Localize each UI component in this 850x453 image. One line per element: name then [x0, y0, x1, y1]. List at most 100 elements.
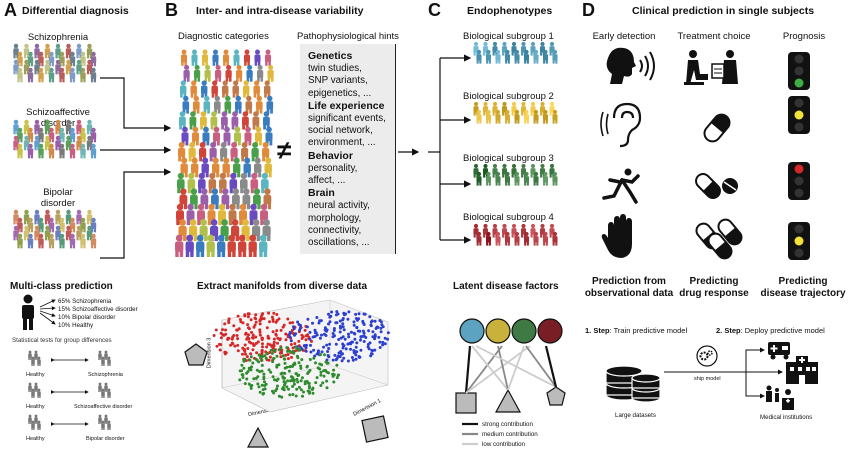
traffic-light-icon: [788, 96, 810, 134]
scatter-point: [373, 319, 377, 323]
person-figure: [34, 119, 40, 135]
b-to-c-arrows: [398, 54, 472, 244]
person-figure: [76, 119, 82, 135]
panel-b-title: Inter- and intra-disease variability: [196, 5, 364, 17]
scatter-point: [286, 353, 290, 356]
person-figure: [193, 64, 201, 82]
person-figure: [48, 67, 55, 83]
pill-capsule-icon: [703, 113, 731, 143]
scatter-point: [381, 340, 385, 344]
person-figure: [31, 420, 35, 430]
person-figure: [263, 80, 271, 98]
scatter-point: [304, 338, 308, 342]
person-figure: [259, 234, 268, 257]
scatter-point: [370, 352, 374, 356]
scatter-point: [270, 351, 274, 355]
scatter-point: [261, 392, 265, 396]
person-figure: [227, 234, 236, 257]
scatter-point: [378, 346, 382, 349]
medical-institutions-label: Medical institutions: [760, 414, 813, 421]
person-figure: [38, 51, 44, 67]
person-figure: [217, 234, 226, 257]
scatter-point: [313, 335, 317, 338]
scatter-point: [275, 313, 279, 316]
person-figure: [23, 209, 30, 225]
scatter-point: [288, 321, 292, 325]
scatter-point: [247, 337, 251, 341]
person-figure: [183, 64, 190, 82]
person-figure: [38, 217, 44, 233]
person-figure: [13, 225, 19, 241]
person-figure: [196, 234, 205, 257]
scatter-point: [324, 334, 328, 337]
person-figure: [104, 414, 108, 424]
person-figure: [179, 80, 187, 98]
scatter-point: [307, 384, 311, 388]
scatter-point: [347, 310, 351, 314]
person-icon: [22, 294, 34, 330]
scatter-point: [322, 374, 326, 378]
person-figure: [69, 143, 76, 159]
column-prognosis: Prognosis: [782, 31, 826, 42]
person-figure: [90, 217, 97, 233]
person-figure: [80, 127, 86, 143]
hospital-icon: [786, 356, 818, 384]
scatter-point: [229, 343, 233, 347]
scatter-point: [227, 321, 231, 325]
scatter-point: [265, 326, 269, 330]
scatter-point: [313, 328, 317, 332]
scatter-point: [331, 358, 335, 362]
scatter-point: [271, 357, 275, 361]
person-figure: [98, 350, 102, 360]
scatter-point: [361, 329, 365, 333]
scatter-point: [251, 336, 255, 340]
person-figure: [514, 49, 520, 64]
person-figure: [473, 101, 479, 116]
person-figure: [76, 43, 82, 59]
person-figure: [492, 163, 498, 178]
person-figure: [76, 209, 82, 225]
person-figure: [28, 382, 32, 392]
manifold-title: Extract manifolds from diverse data: [197, 281, 368, 292]
scatter-point: [349, 330, 353, 334]
person-figure: [98, 414, 102, 424]
person-figure: [90, 67, 97, 83]
person-figure: [107, 420, 111, 430]
person-figure: [59, 51, 65, 67]
scatter-point: [251, 348, 255, 352]
scatter-point: [326, 350, 330, 353]
scatter-point: [306, 317, 310, 321]
person-figure: [242, 80, 250, 98]
scatter-point: [341, 352, 344, 356]
scatter-point: [332, 368, 336, 372]
scatter-point: [305, 365, 309, 369]
scatter-point: [366, 345, 370, 349]
hint-item: oscillations, ...: [308, 237, 370, 249]
person-figure: [245, 95, 253, 114]
scatter-point: [383, 336, 387, 340]
scatter-point: [318, 367, 322, 371]
legend-low: low contribution: [482, 441, 525, 448]
probability-item: 10% Bipolar disorder: [58, 314, 116, 321]
scatter-point: [315, 376, 319, 380]
person-figure: [485, 109, 492, 124]
hint-item: SNP variants,: [308, 75, 368, 87]
person-figure: [233, 49, 240, 66]
person-figure: [34, 225, 40, 241]
scatter-point: [281, 354, 285, 358]
arrow-bipolar: [100, 168, 172, 259]
scatter-point: [219, 343, 223, 347]
scatter-point: [254, 357, 258, 361]
scatter-point: [381, 343, 385, 347]
scatter-point: [320, 350, 324, 354]
scatter-point: [284, 332, 288, 336]
person-figure: [264, 49, 272, 66]
person-figure: [44, 209, 51, 225]
person-figure: [254, 49, 261, 66]
scatter-point: [299, 388, 303, 392]
person-figure: [27, 51, 34, 67]
person-figure: [256, 64, 264, 82]
person-figure: [192, 95, 200, 114]
scatter-point: [258, 390, 262, 394]
person-figure: [213, 95, 221, 114]
